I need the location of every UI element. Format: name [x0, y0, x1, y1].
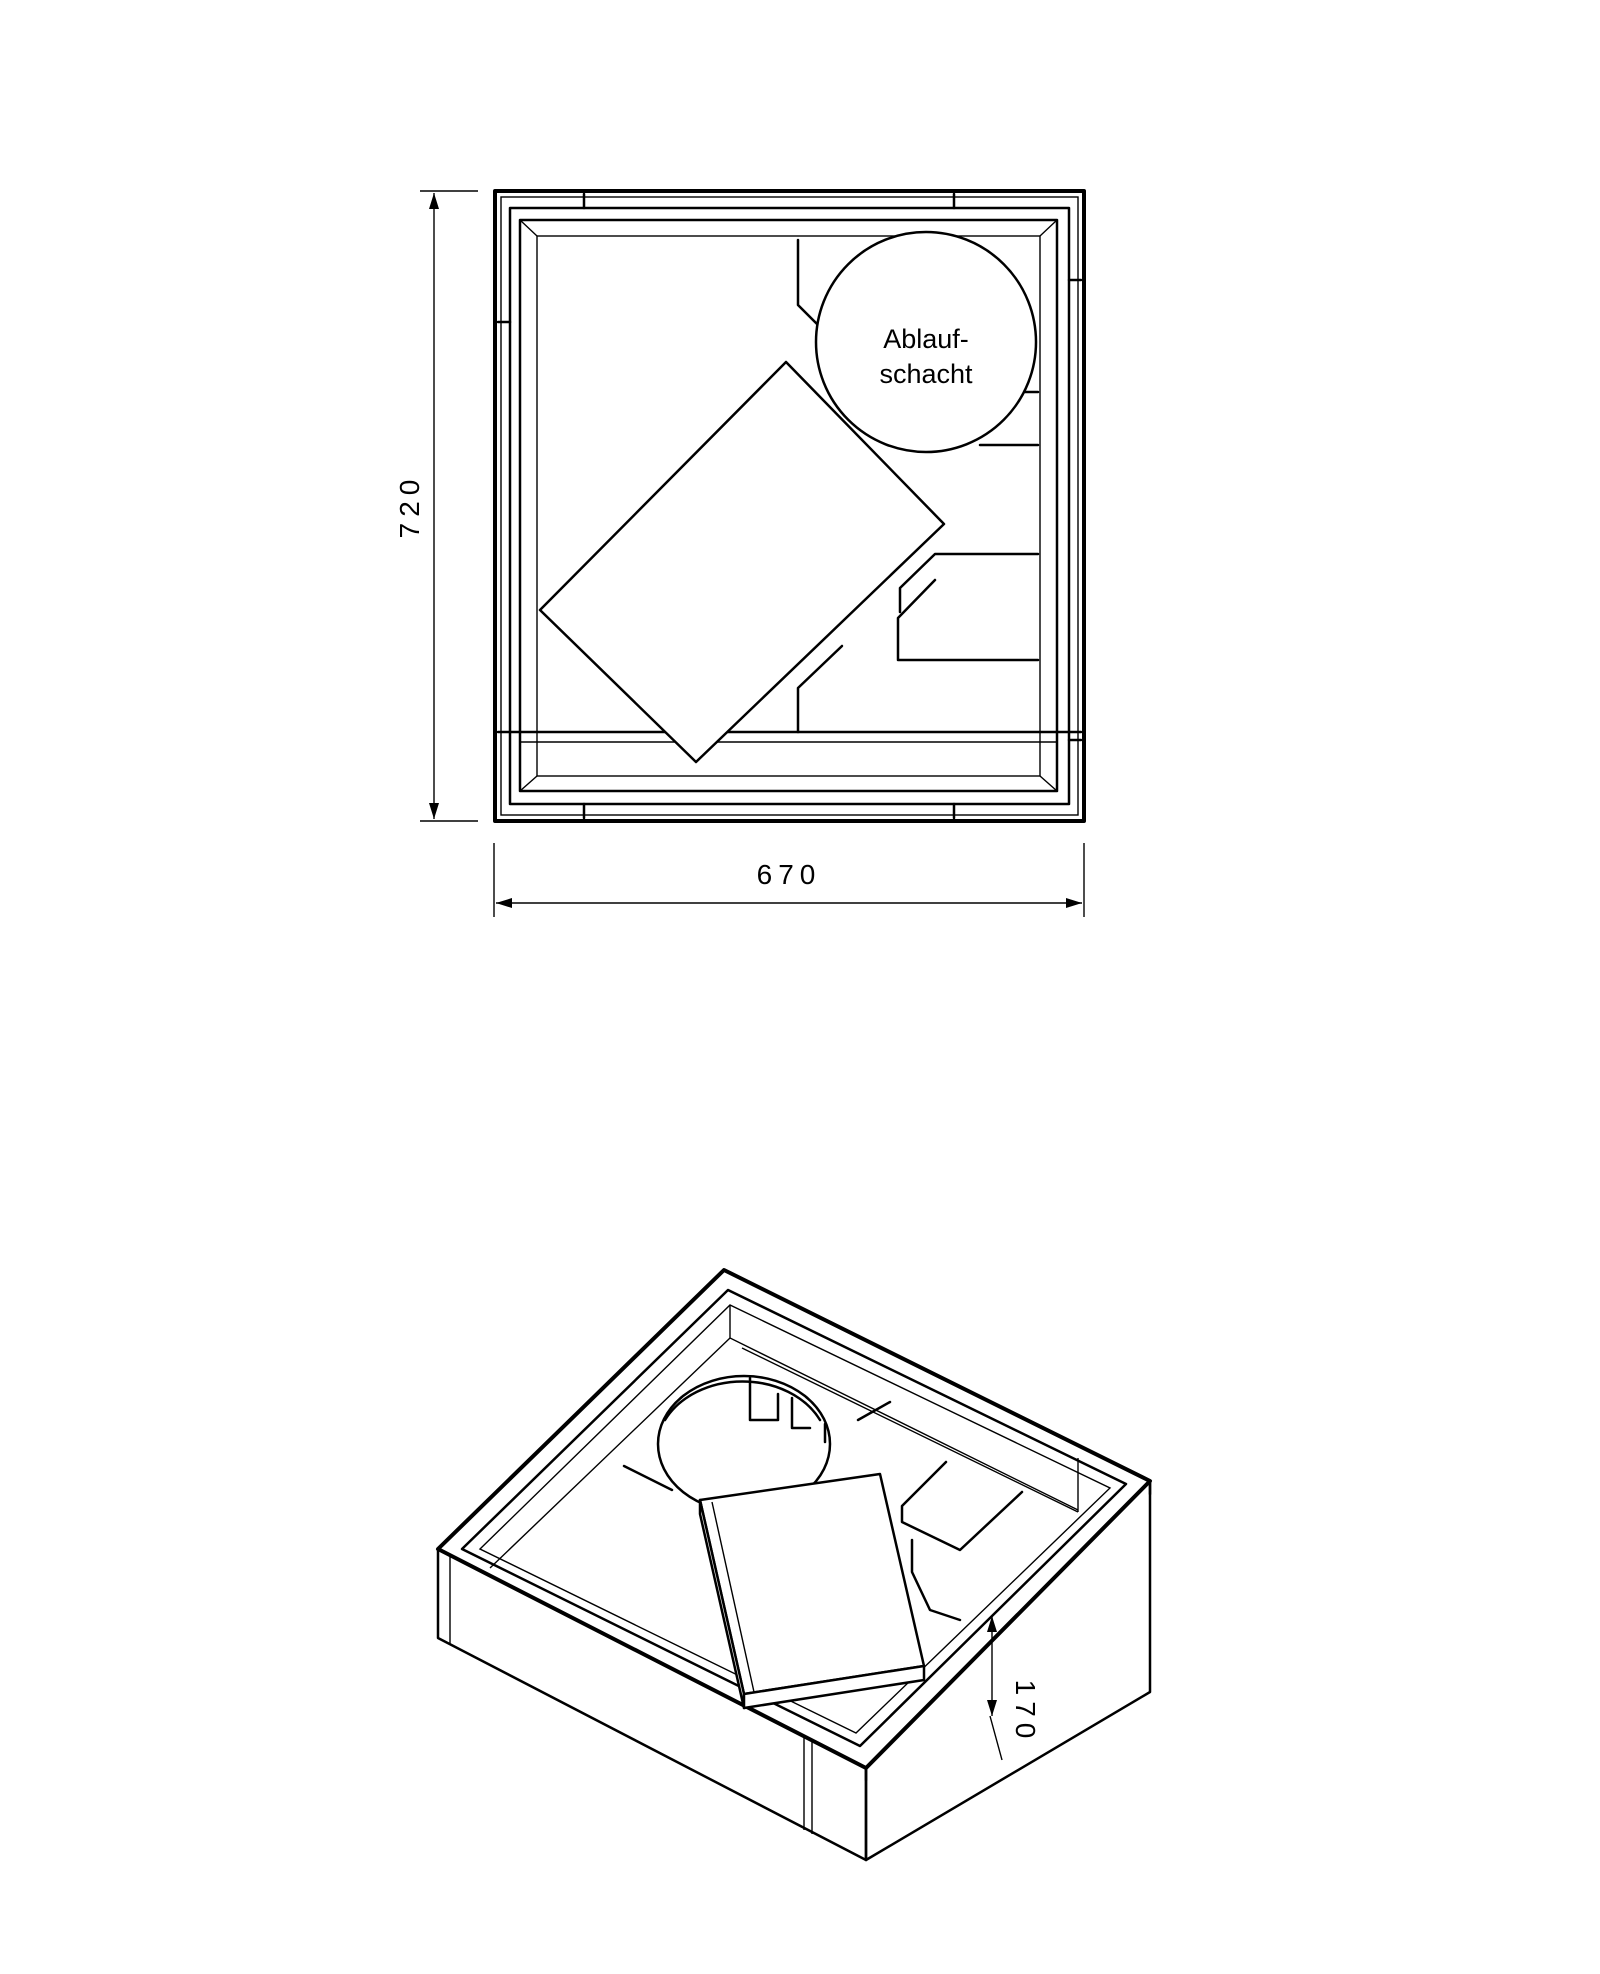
- drain-shaft-circle: [814, 230, 1038, 454]
- iso-rim-inner2: [478, 1304, 1112, 1734]
- plan-view: Ablauf- schacht 720 670: [394, 189, 1086, 917]
- cover-plate: [538, 360, 946, 764]
- frame-rim-outer: [508, 206, 1071, 806]
- iso-height-dimension-label: 170: [1010, 1680, 1041, 1745]
- rim-inner-edge: [518, 218, 1059, 793]
- isometric-view: 170: [436, 1268, 1152, 1862]
- drain-label-line2: schacht: [879, 359, 973, 389]
- iso-height-dimension: [987, 1616, 1003, 1761]
- drain-label-line1: Ablauf-: [883, 324, 969, 354]
- iso-cover-plate: [698, 1472, 926, 1710]
- iso-drainage-channels: [622, 1400, 1024, 1622]
- frame-inner-line: [500, 196, 1079, 816]
- width-dimension-label: 670: [757, 859, 822, 890]
- height-dimension: [420, 190, 478, 822]
- iso-rim-inner: [460, 1288, 1128, 1748]
- basin-floor: [536, 235, 1041, 777]
- width-dimension: [493, 843, 1085, 917]
- height-dimension-label: 720: [394, 474, 425, 539]
- outer-frame: [493, 189, 1086, 823]
